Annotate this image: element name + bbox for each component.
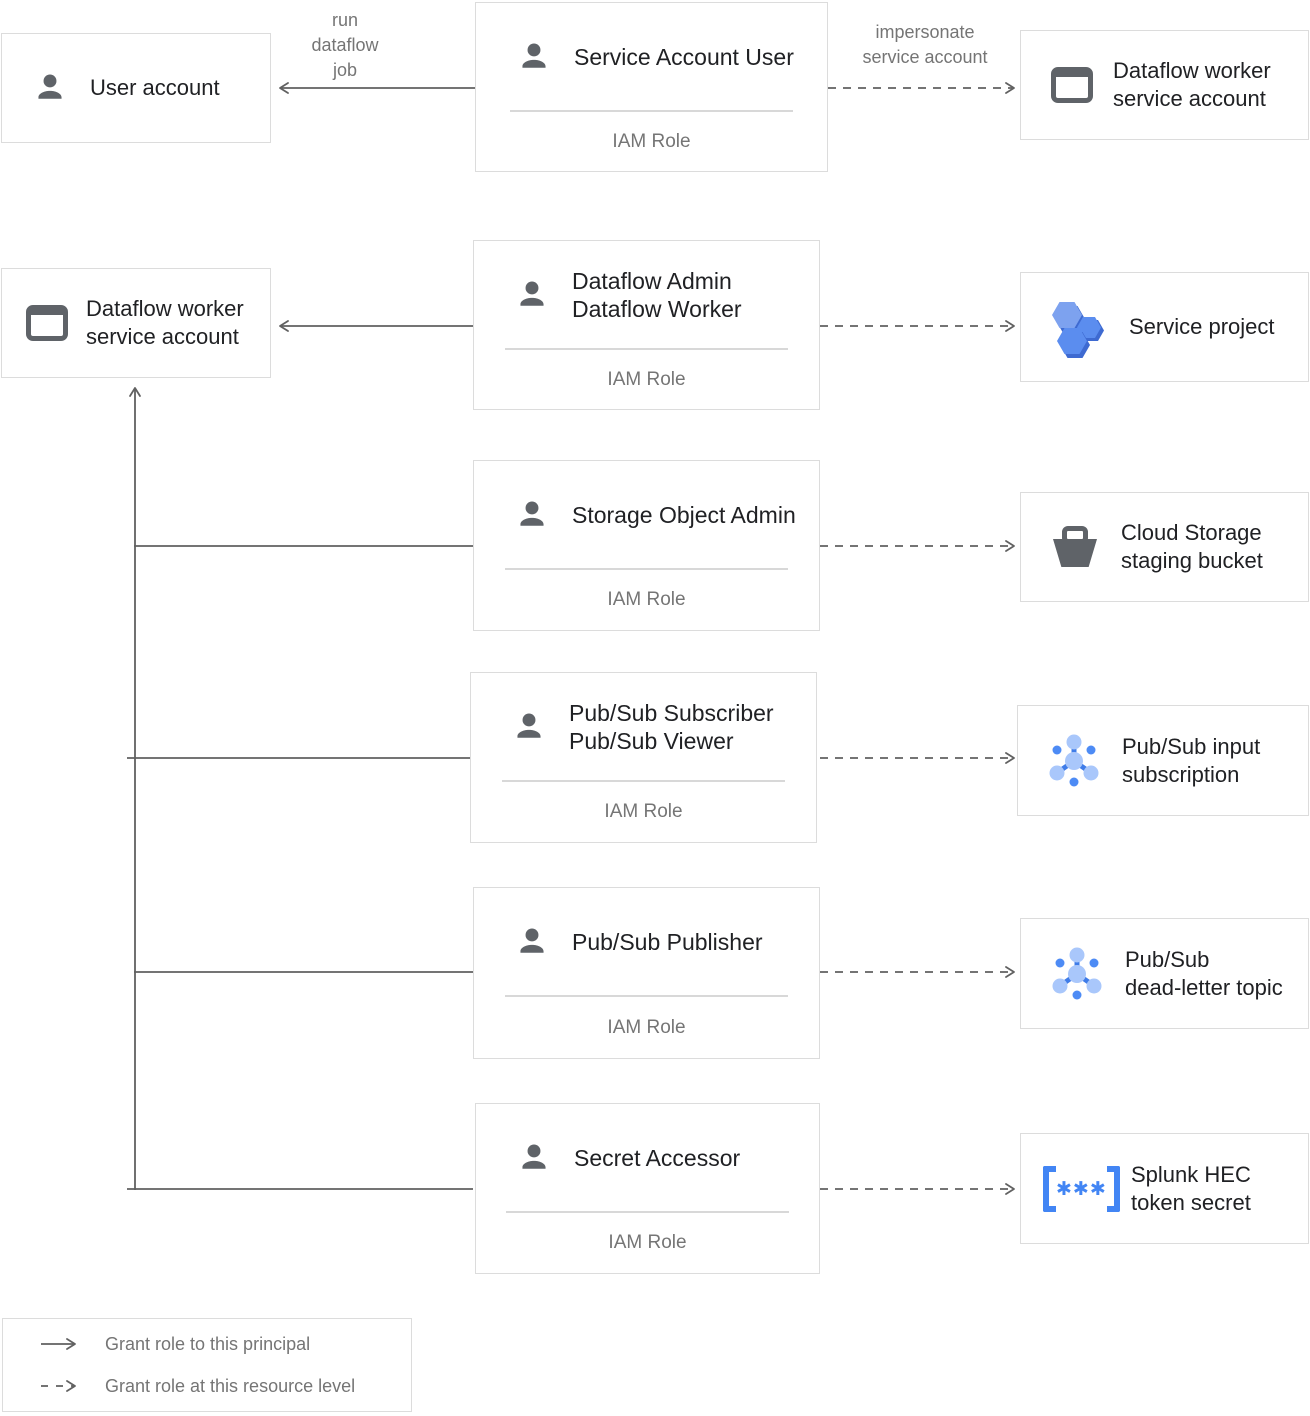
person-icon — [38, 74, 62, 99]
iam-role-footer: IAM Role — [608, 1232, 687, 1253]
node-label: Dataflow worker service account — [86, 296, 244, 349]
person-icon — [520, 501, 544, 526]
iam-role-footer: IAM Role — [607, 368, 686, 390]
node-label: Pub/Sub dead-letter topic — [1125, 946, 1283, 1000]
divider — [502, 780, 785, 782]
person-icon — [517, 713, 541, 738]
node-label: User account — [90, 75, 220, 100]
node-label: Splunk HEC token secret — [1131, 1161, 1251, 1215]
storage-bucket-icon — [1053, 526, 1097, 568]
person-icon — [520, 928, 544, 953]
node-label: Dataflow worker service account — [1113, 58, 1271, 111]
node-label: Service project — [1129, 314, 1275, 339]
iam-box-header: Dataflow Admin Dataflow Worker — [474, 241, 819, 348]
iam-role-footer: IAM Role — [604, 801, 683, 822]
node-label: Pub/Sub input subscription — [1122, 733, 1261, 787]
node-user-account: User account — [1, 33, 271, 143]
iam-role-title: Pub/Sub Publisher — [572, 928, 763, 955]
pubsub-icon — [1049, 734, 1099, 786]
legend-row-dashed: Grant role at this resource level — [39, 1374, 411, 1399]
legend: Grant role to this principal Grant role … — [2, 1318, 412, 1412]
legend-dashed-label: Grant role at this resource level — [105, 1375, 356, 1396]
node-dataflow-worker-service-account-right: Dataflow worker service account — [1020, 30, 1309, 140]
iam-box-header: Service Account User — [476, 3, 827, 110]
solid-arrow-icon — [41, 1338, 76, 1350]
iam-role-title: Storage Object Admin — [572, 501, 796, 528]
person-icon — [522, 1144, 546, 1169]
iam-box-storage-object-admin: Storage Object Admin IAM Role — [473, 460, 820, 631]
divider — [506, 1211, 789, 1213]
secret-stars: ✱✱✱ — [1056, 1177, 1107, 1200]
node-cloud-storage-staging-bucket: Cloud Storage staging bucket — [1020, 492, 1309, 602]
iam-box-pubsub-subscriber-viewer: Pub/Sub Subscriber Pub/Sub Viewer IAM Ro… — [470, 672, 817, 843]
person-icon — [522, 43, 546, 68]
dashed-arrow-icon — [41, 1380, 76, 1392]
iam-role-footer: IAM Role — [607, 589, 686, 610]
node-pubsub-input-subscription: Pub/Sub input subscription — [1017, 705, 1309, 816]
node-dataflow-worker-service-account-left: Dataflow worker service account — [1, 268, 271, 378]
iam-box-pubsub-publisher: Pub/Sub Publisher IAM Role — [473, 887, 820, 1059]
iam-role-footer: IAM Role — [612, 130, 691, 152]
iam-box-header: Pub/Sub Publisher — [474, 888, 819, 995]
node-pubsub-dead-letter-topic: Pub/Sub dead-letter topic — [1020, 918, 1309, 1029]
pubsub-icon — [1052, 947, 1102, 999]
edge-label-run-dataflow-job: run dataflow job — [311, 10, 379, 80]
divider — [505, 348, 788, 350]
edge-label-impersonate-service-account: impersonate service account — [862, 22, 988, 67]
iam-box-header: Storage Object Admin — [474, 461, 819, 568]
legend-solid-label: Grant role to this principal — [105, 1333, 311, 1354]
iam-role-title: Dataflow Admin Dataflow Worker — [572, 267, 742, 322]
iam-role-title: Pub/Sub Subscriber Pub/Sub Viewer — [569, 699, 774, 754]
iam-role-footer: IAM Role — [607, 1016, 686, 1038]
iam-box-dataflow-admin-worker: Dataflow Admin Dataflow Worker IAM Role — [473, 240, 820, 410]
iam-box-header: Pub/Sub Subscriber Pub/Sub Viewer — [471, 673, 816, 780]
iam-box-secret-accessor: Secret Accessor IAM Role — [475, 1103, 820, 1274]
iam-box-service-account-user: Service Account User IAM Role — [475, 2, 828, 172]
service-account-card-icon — [26, 305, 68, 341]
iam-role-title: Service Account User — [574, 43, 794, 70]
iam-role-title: Secret Accessor — [574, 1144, 741, 1171]
divider — [505, 568, 788, 570]
divider — [510, 110, 793, 112]
iam-box-header: Secret Accessor — [476, 1104, 819, 1211]
project-hexagons-icon — [1051, 299, 1107, 358]
person-icon — [520, 281, 544, 306]
legend-row-solid: Grant role to this principal — [39, 1332, 411, 1357]
node-splunk-hec-token-secret: ✱✱✱ Splunk HEC token secret — [1020, 1133, 1309, 1244]
divider — [505, 995, 788, 997]
node-service-project: Service project — [1020, 272, 1309, 382]
node-label: Cloud Storage staging bucket — [1121, 520, 1263, 573]
secret-icon: ✱✱✱ — [1043, 1165, 1120, 1213]
service-account-card-icon — [1051, 67, 1093, 103]
